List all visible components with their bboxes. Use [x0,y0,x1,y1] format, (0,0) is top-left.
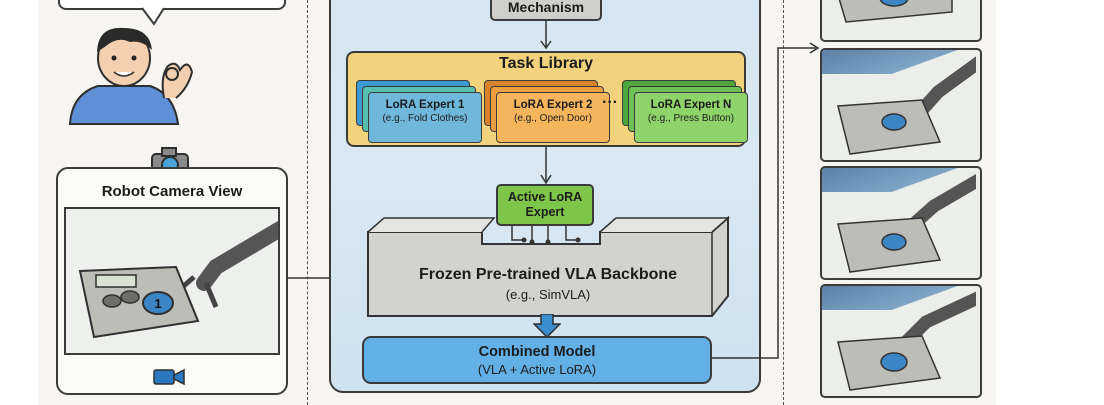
divider-right [783,0,784,405]
ok-hand-person-icon [68,27,194,125]
arrow-combined-to-execution [712,42,820,359]
active-lora-line1: Active LoRA [507,190,583,204]
execution-frame-1 [820,0,982,42]
execution-frame-2 [820,48,982,162]
backbone-title: Frozen Pre-trained VLA Backbone [418,266,678,283]
camera-view-title: Robot Camera View [101,183,243,200]
expert-n-name: LoRA Expert N [650,99,732,111]
button-number: 1 [154,296,161,311]
expert-ellipsis: ··· [602,94,618,111]
arrow-backbone-to-combined [533,314,561,338]
backbone-subtitle: (e.g., SimVLA) [505,287,591,302]
expert-n-card: LoRA Expert N (e.g., Press Button) [634,92,748,143]
expert-1-card: LoRA Expert 1 (e.g., Fold Clothes) [368,92,482,143]
expert-2-stack: LoRA Expert 2 (e.g., Open Door) [484,80,610,143]
expert-1-example: (e.g., Fold Clothes) [382,113,468,124]
speech-bubble-tail [141,7,165,26]
expert-2-name: LoRA Expert 2 [513,99,593,111]
arrow-mechanism-to-library [540,21,552,50]
expert-2-example: (e.g., Open Door) [514,113,592,124]
execution-frame-4 [820,284,982,398]
task-library-title: Task Library [499,55,593,72]
expert-n-example: (e.g., Press Button) [647,113,735,124]
execution-frame-3 [820,166,982,280]
backbone-block [367,215,730,317]
expert-1-stack: LoRA Expert 1 (e.g., Fold Clothes) [356,80,482,143]
camera-view-image: 1 [64,207,288,355]
mechanism-box: Mechanism [490,0,602,21]
combined-title: Combined Model [478,344,596,360]
speech-bubble [58,0,286,10]
active-lora-line2: Expert [525,205,565,219]
active-lora-expert-box: Active LoRA Expert [496,184,594,226]
robot-arm-icon: 1 [78,221,288,339]
combined-subtitle: (VLA + Active LoRA) [477,362,597,377]
expert-1-name: LoRA Expert 1 [385,99,465,111]
arrow-library-to-active [540,147,552,185]
video-camera-icon [153,368,185,386]
combined-model-box: Combined Model (VLA + Active LoRA) [362,336,712,384]
expert-2-card: LoRA Expert 2 (e.g., Open Door) [496,92,610,143]
expert-n-stack: LoRA Expert N (e.g., Press Button) [622,80,748,143]
divider-left [307,0,308,405]
